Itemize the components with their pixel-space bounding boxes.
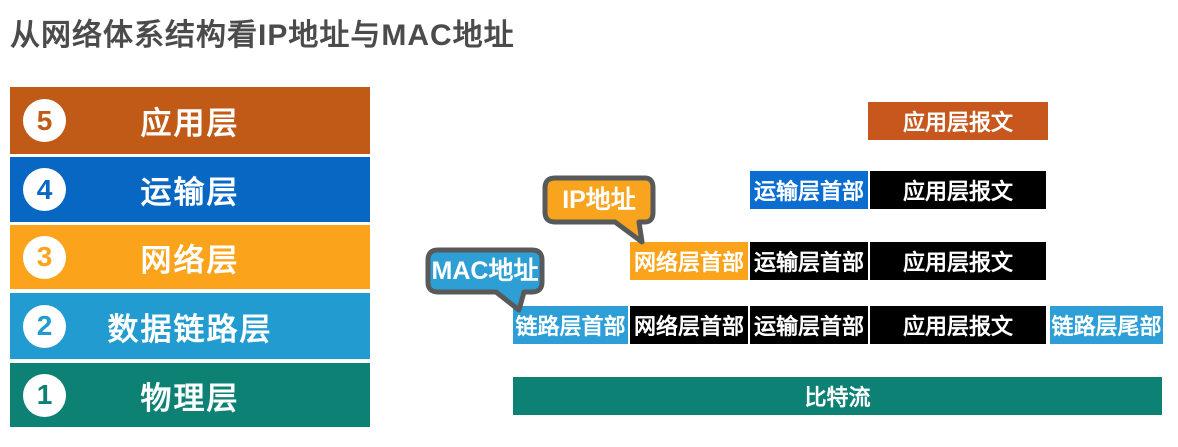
payload-box: 应用层报文 <box>870 306 1046 344</box>
layer-label-network: 网络层 <box>140 242 240 278</box>
payload-box: 运输层首部 <box>750 306 868 344</box>
transport-header-box: 运输层首部 <box>750 171 868 209</box>
layer-bar-network: 3 网络层 <box>10 225 370 289</box>
payload-box: 应用层报文 <box>870 242 1046 280</box>
layer-label-transport: 运输层 <box>140 175 240 210</box>
page-title: 从网络体系结构看IP地址与MAC地址 <box>10 19 515 52</box>
layer-label-application: 应用层 <box>140 106 240 141</box>
ip-callout-bubble-shape <box>542 175 656 245</box>
layer-label-physical: 物理层 <box>140 380 240 416</box>
layer-bar-transport: 4 运输层 <box>10 157 370 222</box>
layer-number-badge-1: 1 <box>23 373 66 417</box>
layer-number-badge-4: 4 <box>23 168 66 211</box>
bitstream-bar: 比特流 <box>513 377 1162 415</box>
layer-bar-physical: 1 物理层 <box>10 363 370 427</box>
app-message-box: 应用层报文 <box>868 102 1048 140</box>
ip-callout-label: IP地址 <box>562 186 636 214</box>
mac-address-callout: MAC地址 <box>425 247 545 313</box>
payload-box: 运输层首部 <box>750 242 868 280</box>
link-trailer-box: 链路层尾部 <box>1050 306 1163 344</box>
layer-number-badge-3: 3 <box>23 235 66 279</box>
payload-box: 网络层首部 <box>630 306 748 344</box>
layer-number-badge-5: 5 <box>23 99 66 142</box>
payload-box: 应用层报文 <box>870 171 1046 209</box>
layer-bar-application: 5 应用层 <box>10 87 370 154</box>
mac-callout-label: MAC地址 <box>432 257 539 285</box>
layer-bar-datalink: 2 数据链路层 <box>10 293 370 359</box>
layer-label-datalink: 数据链路层 <box>107 311 273 347</box>
network-header-box: 网络层首部 <box>630 242 748 280</box>
layer-number-badge-2: 2 <box>23 304 66 348</box>
link-header-box: 链路层首部 <box>513 306 628 344</box>
ip-address-callout: IP地址 <box>542 175 656 245</box>
mac-callout-bubble-shape <box>425 247 545 313</box>
